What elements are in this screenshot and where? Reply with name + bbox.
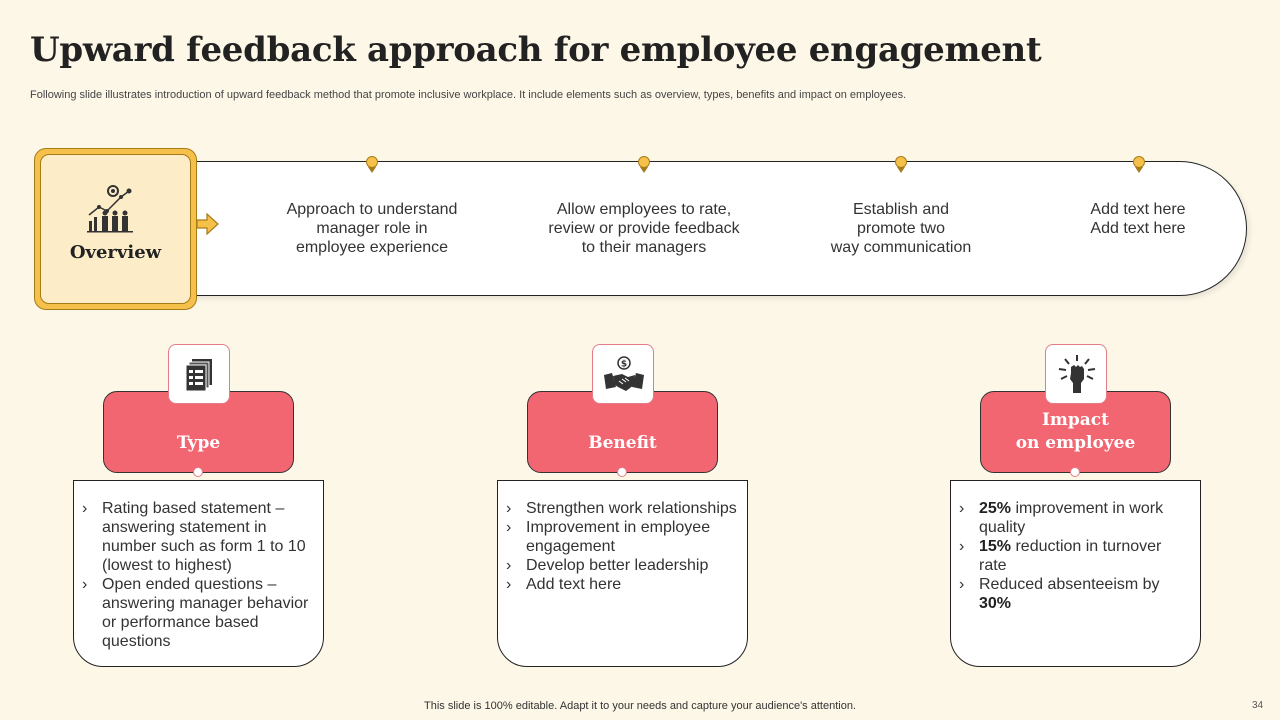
list-item: Rating based statement – answering state…: [82, 499, 313, 575]
raised-fist-icon: [1058, 355, 1096, 393]
list-item: Develop better leadership: [506, 556, 737, 575]
benefit-heading: Benefit: [527, 391, 718, 473]
growth-team-icon: [87, 185, 133, 233]
overview-item-text: Approach to understand manager role in e…: [286, 201, 458, 256]
page-number: 34: [1252, 700, 1264, 711]
map-pin-icon: [638, 156, 650, 173]
handshake-dollar-icon: $: [604, 356, 644, 391]
map-pin-icon: [895, 156, 907, 173]
connector-dot: [193, 467, 203, 477]
type-details: Rating based statement – answering state…: [73, 480, 324, 667]
overview-label: Overview: [69, 242, 162, 263]
list-item: Add text here: [506, 575, 737, 594]
impact-heading: Impact on employee: [980, 391, 1171, 473]
type-heading: Type: [103, 391, 294, 473]
connector-dot: [617, 467, 627, 477]
overview-item-text: Add text here Add text here: [1090, 201, 1186, 237]
overview-timeline-band: [160, 161, 1247, 296]
benefit-icon-box: $: [592, 344, 654, 404]
list-item: 25% improvement in work quality: [959, 499, 1190, 537]
arrow-right-icon: [196, 213, 219, 235]
map-pin-icon: [1133, 156, 1145, 173]
impact-icon-box: [1045, 344, 1107, 404]
list-item: Open ended questions – answering manager…: [82, 575, 313, 651]
list-item: Strengthen work relationships: [506, 499, 737, 518]
footer-note: This slide is 100% editable. Adapt it to…: [424, 700, 856, 712]
documents-icon: [185, 359, 212, 392]
map-pin-icon: [366, 156, 378, 173]
list-item: Reduced absenteeism by 30%: [959, 575, 1190, 613]
list-item: Improvement in employee engagement: [506, 518, 737, 556]
overview-item-text: Allow employees to rate, review or provi…: [548, 201, 740, 256]
overview-item-text: Establish and promote two way communicat…: [830, 201, 972, 256]
type-icon-box: [168, 344, 230, 404]
slide-title: Upward feedback approach for employee en…: [30, 30, 1042, 70]
benefit-details: Strengthen work relationships Improvemen…: [497, 480, 748, 667]
connector-dot: [1070, 467, 1080, 477]
impact-details: 25% improvement in work quality 15% redu…: [950, 480, 1201, 667]
slide-subtitle: Following slide illustrates introduction…: [30, 89, 907, 101]
list-item: 15% reduction in turnover rate: [959, 537, 1190, 575]
svg-text:$: $: [621, 360, 627, 370]
